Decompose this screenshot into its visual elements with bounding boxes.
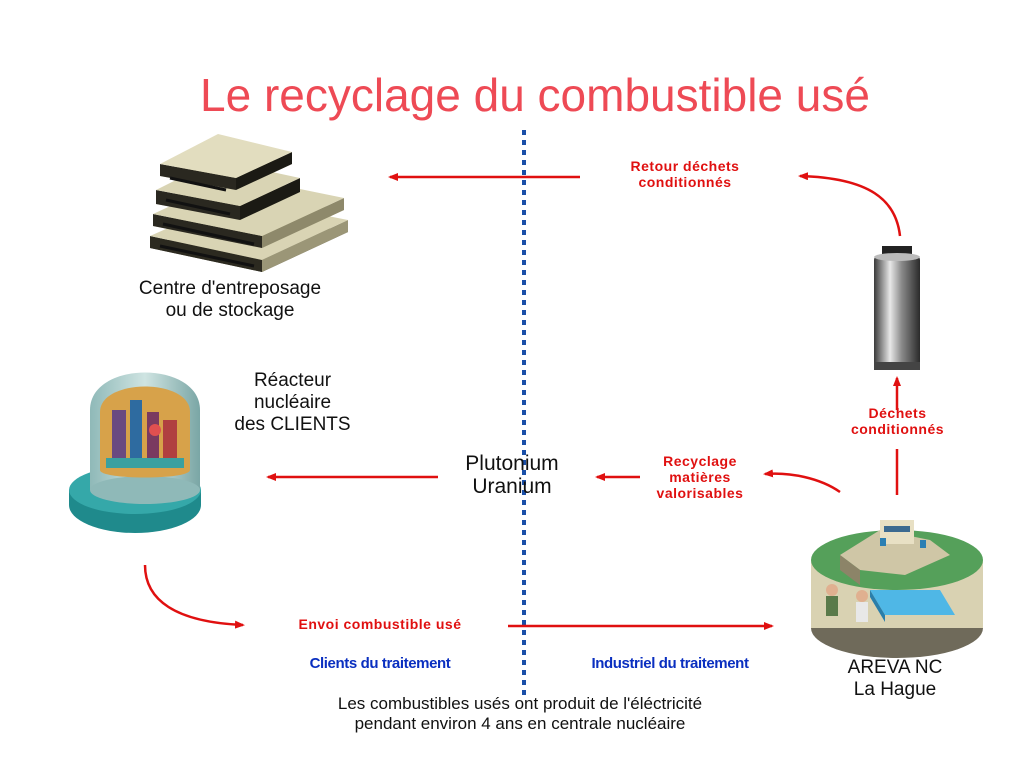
arrow-reactor-to-send (143, 564, 245, 629)
footer-note: Les combustibles usés ont produit de l'é… (337, 694, 703, 733)
zone-clients-label: Clients du traitement (309, 655, 451, 672)
recycling-label: Recyclage matières valorisables (656, 453, 744, 501)
waste-canister-icon (874, 246, 920, 370)
reactor-label: Réacteur nucléaire des CLIENTS (234, 370, 351, 435)
arrow-canister-to-return (798, 172, 902, 237)
conditioned-waste-label: Déchets conditionnés (850, 405, 945, 437)
areva-plant-icon (811, 520, 983, 658)
send-fuel-label: Envoi combustible usé (298, 616, 462, 632)
return-waste-label: Retour déchets conditionnés (630, 158, 740, 190)
plutonium-uranium-label: Plutonium Uranium (465, 452, 559, 498)
areva-label: AREVA NC La Hague (847, 657, 943, 700)
page-title: Le recyclage du combustible usé (200, 69, 870, 121)
storage-building-icon (150, 134, 348, 272)
arrow-plant-to-recycling (763, 469, 841, 494)
zone-industrial-label: Industriel du traitement (591, 655, 749, 672)
reactor-icon (69, 372, 201, 533)
storage-label: Centre d'entreposage ou de stockage (138, 278, 322, 321)
